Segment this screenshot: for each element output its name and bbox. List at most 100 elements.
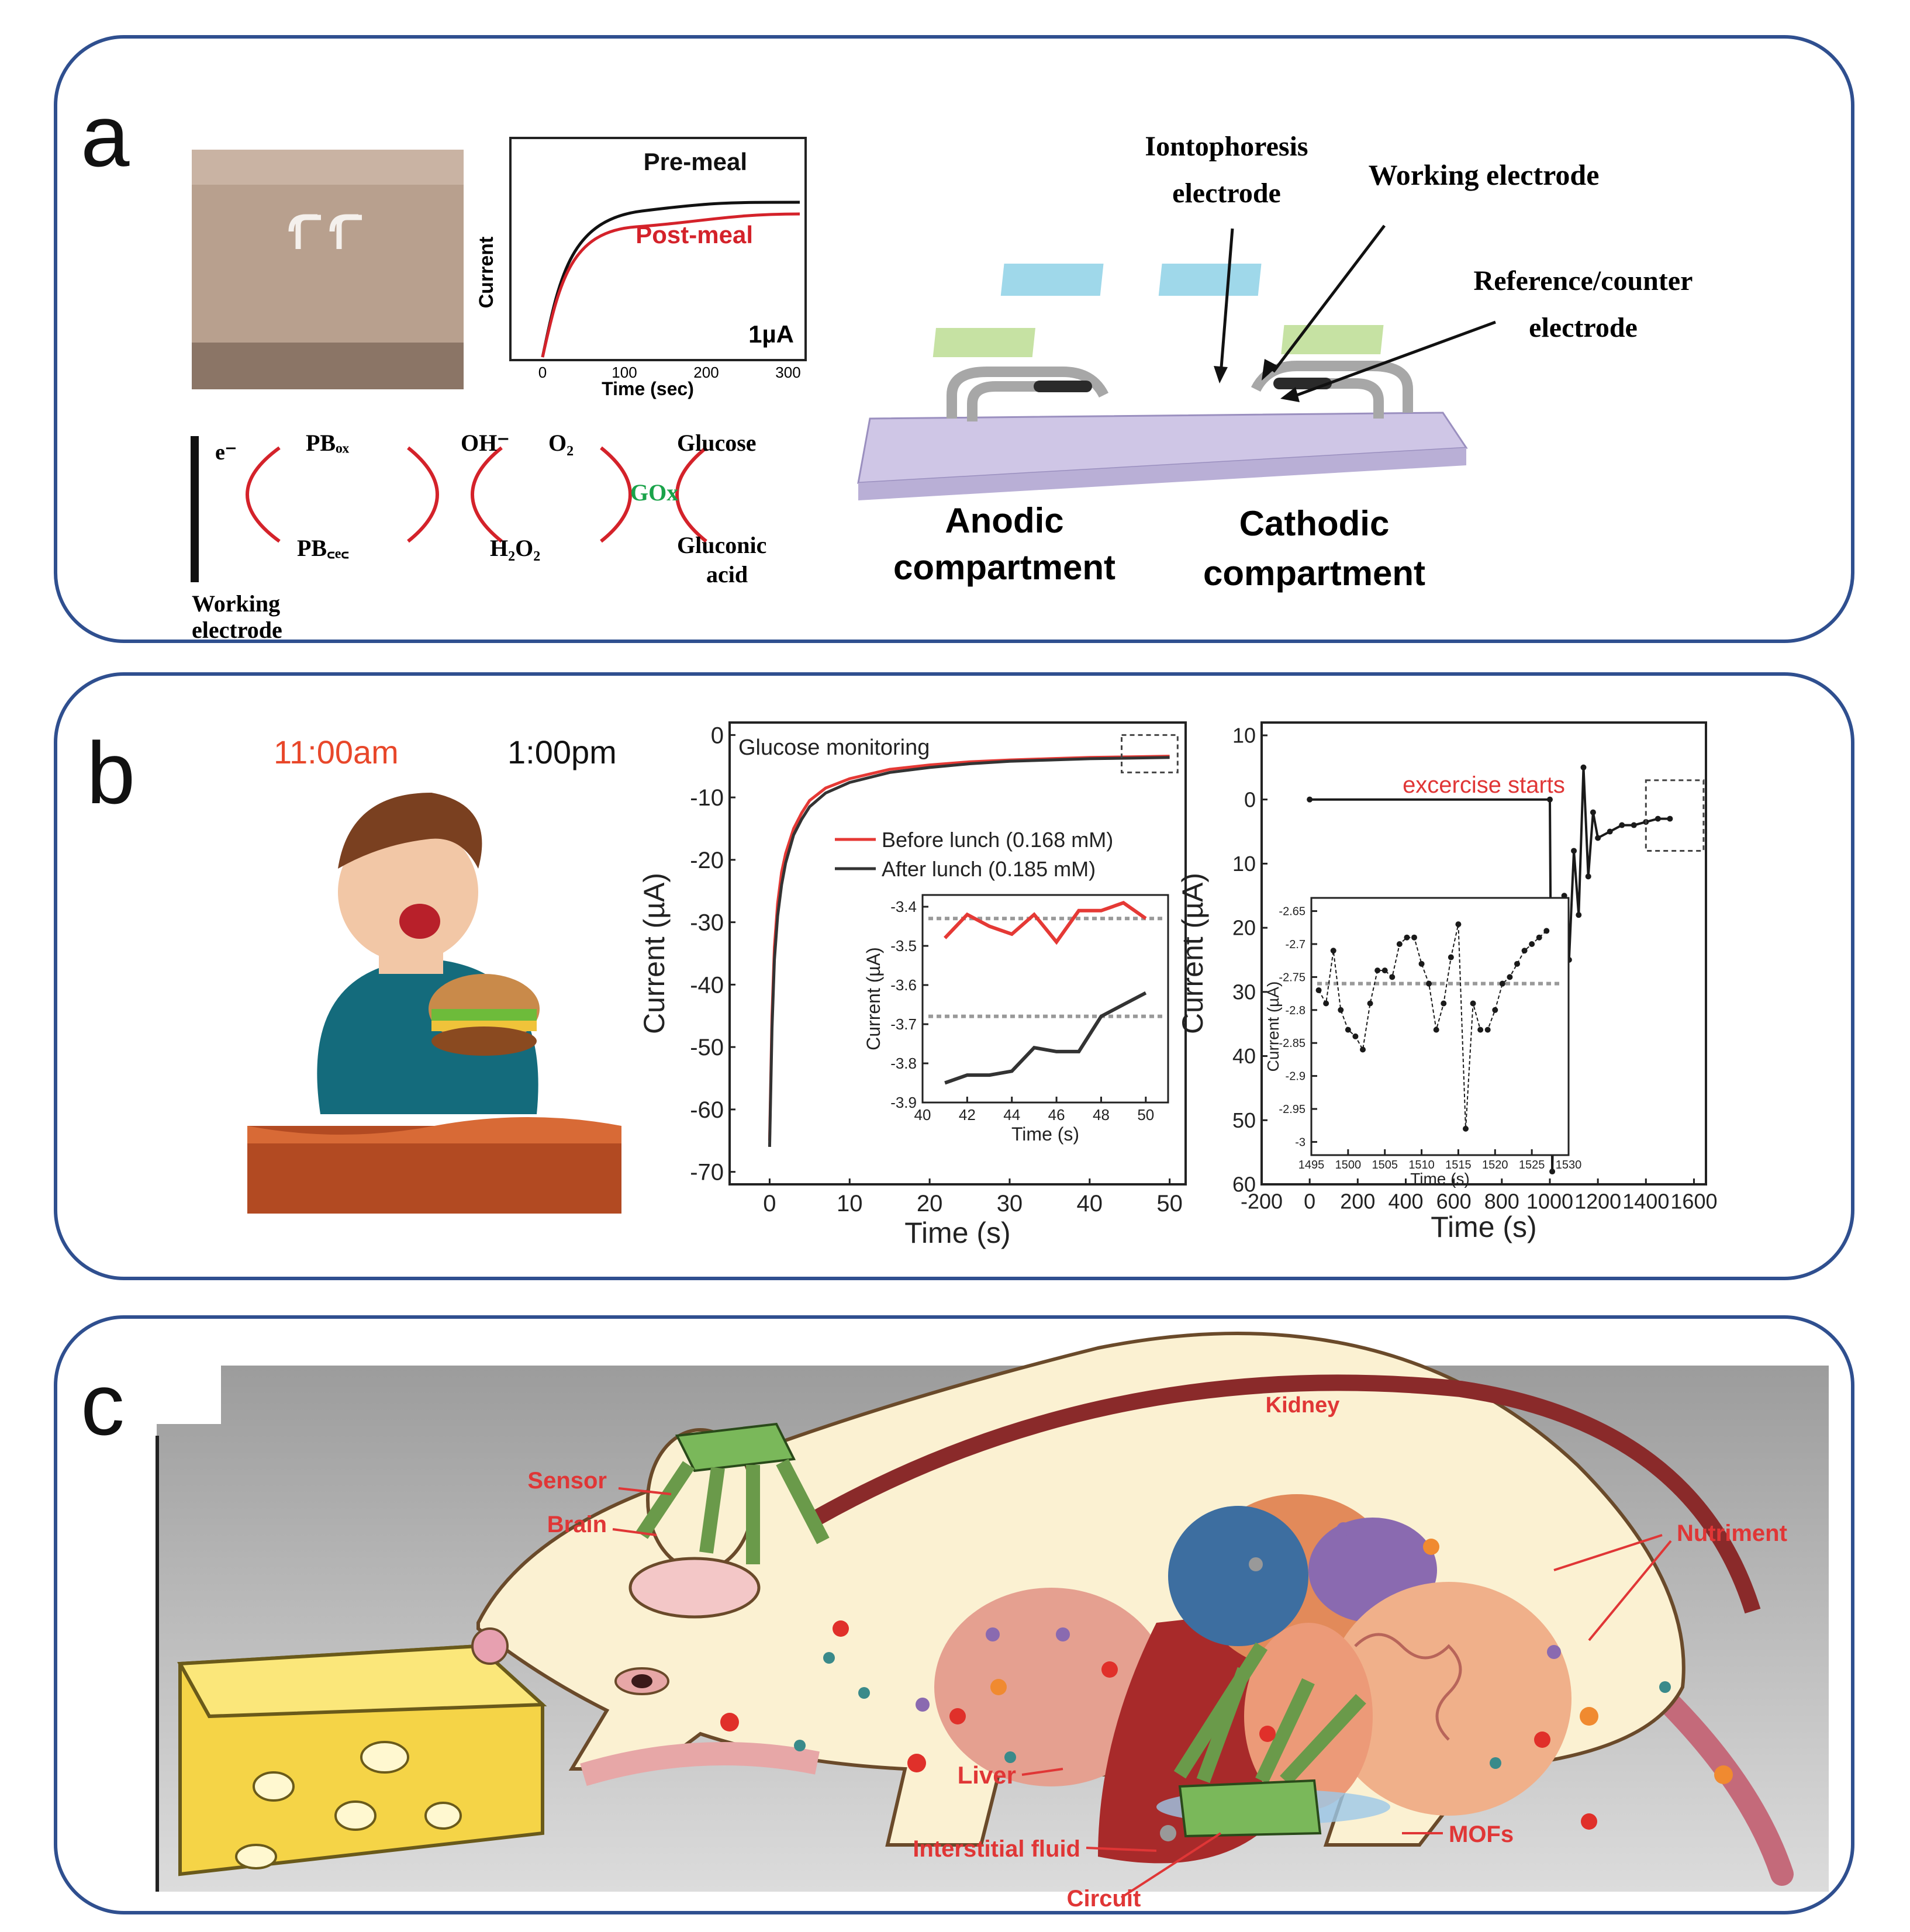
b2-inset-data-point: [1426, 980, 1432, 987]
label-interstitial-fluid: Interstitial fluid: [913, 1836, 1080, 1862]
gox-label: GOx: [630, 479, 678, 506]
inset-xtick: 100: [612, 364, 637, 381]
b2-inset-data-point: [1455, 921, 1462, 928]
label-nutriment: Nutriment: [1677, 1520, 1787, 1546]
b2-xtick-label: 1000: [1526, 1189, 1573, 1213]
b2-inset-data-point: [1389, 974, 1396, 980]
b2-inset-ytick-label: -2.65: [1279, 905, 1305, 918]
time-label-1: 11:00am: [274, 734, 399, 770]
b1-inset-ytick-label: -3.9: [890, 1094, 917, 1111]
panel-c-figure: Sensor Brain Kidney Nutriment Liver Inte…: [156, 1332, 1829, 1911]
b1-xtick-label: 50: [1156, 1191, 1183, 1216]
b1-inset-xlabel: Time (s): [1011, 1124, 1079, 1145]
b1-inset-ytick-label: -3.5: [890, 937, 917, 955]
b2-inset-data-point: [1374, 967, 1381, 974]
b2-data-point: [1580, 764, 1587, 770]
b2-ytick-label: 60: [1232, 1173, 1256, 1197]
b2-xtick-label: -200: [1241, 1189, 1283, 1213]
reference-label-1: Reference/counter: [1474, 265, 1693, 296]
b1-ytick-label: -30: [690, 910, 724, 936]
b2-ylabel: Current (µA): [1176, 873, 1209, 1034]
b2-inset-data-point: [1352, 1033, 1359, 1039]
b2-xtick-label: 0: [1304, 1189, 1315, 1213]
oh-label: OH⁻: [461, 430, 509, 456]
panel-a-figure: Pre-meal Post-meal Current Time (sec) 1µ…: [191, 131, 1693, 640]
pb-red-label: PB꜀ₑ꜀: [297, 535, 349, 561]
b2-annotation: excercise starts: [1403, 772, 1565, 798]
b1-inset-xtick-label: 42: [959, 1106, 976, 1124]
b2-inset-data-point: [1492, 1007, 1498, 1013]
b2-inset-ytick-label: -2.9: [1286, 1070, 1305, 1083]
panel-c: Sensor Brain Kidney Nutriment Liver Inte…: [54, 1315, 1854, 1914]
b1-inset-series-line: [944, 991, 1147, 1085]
b1-xtick-label: 40: [1077, 1191, 1103, 1216]
b2-inset-data-point: [1433, 1027, 1439, 1033]
b1-ytick-label: 0: [711, 723, 724, 748]
b2-inset-data-point: [1484, 1027, 1491, 1033]
b2-inset-data-point: [1441, 1000, 1447, 1007]
rat-illustration: [471, 1332, 1794, 1886]
panel-c-labels: Sensor Brain Kidney Nutriment Liver Inte…: [527, 1393, 1787, 1911]
b2-xtick-label: 1400: [1622, 1189, 1669, 1213]
b2-inset-frame: [1310, 897, 1570, 1156]
b1-inset-xtick-label: 40: [914, 1106, 931, 1124]
b2-inset-xtick-label: 1510: [1408, 1159, 1435, 1171]
o2-label: O₂: [548, 430, 574, 456]
skin-photo: [192, 150, 464, 389]
b2-inset-data-point: [1381, 967, 1388, 974]
b2-ytick-label: 50: [1232, 1108, 1256, 1132]
inset-xlabel: Time (sec): [602, 378, 694, 399]
b2-data-point: [1590, 809, 1596, 815]
b1-legend-label: Before lunch (0.168 mM): [882, 828, 1113, 852]
b2-inset-data-point: [1507, 974, 1513, 980]
scale-bar-label: 1µA: [748, 320, 794, 348]
acid-label: acid: [706, 561, 748, 587]
b2-inset-data-point: [1536, 934, 1542, 941]
cheese-illustration: [177, 1644, 547, 1876]
b1-inset-ytick-label: -3.4: [890, 898, 917, 915]
time-label-2: 1:00pm: [507, 734, 617, 770]
b1-inset-ytick-label: -3.8: [890, 1055, 917, 1072]
label-sensor: Sensor: [527, 1468, 607, 1494]
b1-xtick-label: 30: [997, 1191, 1023, 1216]
anodic-label-2: compartment: [893, 548, 1115, 587]
b2-data-point: [1549, 1169, 1556, 1175]
b1-inset-ytick-label: -3.6: [890, 976, 917, 994]
b2-inset-data-point: [1463, 1125, 1469, 1132]
b1-inset-xtick-label: 46: [1048, 1106, 1065, 1124]
b2-inset-xlabel: Time (s): [1410, 1170, 1470, 1188]
b1-ytick-label: -70: [690, 1160, 724, 1186]
b2-xtick-label: 200: [1340, 1189, 1375, 1213]
b2-ytick-label: 10: [1232, 724, 1256, 748]
b2-inset-xtick-label: 1520: [1482, 1159, 1508, 1171]
b2-data-point: [1655, 815, 1661, 822]
label-liver: Liver: [958, 1761, 1016, 1789]
b2-inset-data-point: [1499, 980, 1505, 987]
b2-inset-ytick-label: -2.75: [1279, 971, 1305, 984]
b2-inset-data-point: [1411, 934, 1417, 941]
b2-inset-xtick-label: 1525: [1519, 1159, 1545, 1171]
panel-letter-c: c: [81, 1355, 125, 1453]
b2-inset-data-point: [1360, 1046, 1366, 1053]
b2-inset-data-point: [1448, 954, 1454, 960]
b2-inset-data-point: [1543, 928, 1550, 934]
b2-data-point: [1585, 873, 1591, 880]
b2-inset-ytick-label: -2.8: [1286, 1004, 1305, 1017]
b1-ytick-label: -10: [690, 785, 724, 811]
b2-data-point: [1307, 796, 1313, 803]
b2-inset-data-point: [1521, 948, 1528, 954]
b2-inset-xtick-label: 1530: [1556, 1159, 1582, 1171]
b2-xtick-label: 800: [1484, 1189, 1519, 1213]
electron-label: e⁻: [215, 440, 237, 465]
b2-inset-data-point: [1418, 960, 1425, 967]
b2-zoom-box: [1645, 779, 1705, 852]
working-electrode-label-1: Working: [192, 590, 280, 617]
inset-ylabel: Current: [475, 237, 498, 309]
b1-inset-xtick-label: 44: [1003, 1106, 1020, 1124]
h2o2-label: H₂O₂: [490, 535, 540, 561]
b2-data-point: [1607, 828, 1613, 835]
inset-xtick: 0: [538, 364, 547, 381]
